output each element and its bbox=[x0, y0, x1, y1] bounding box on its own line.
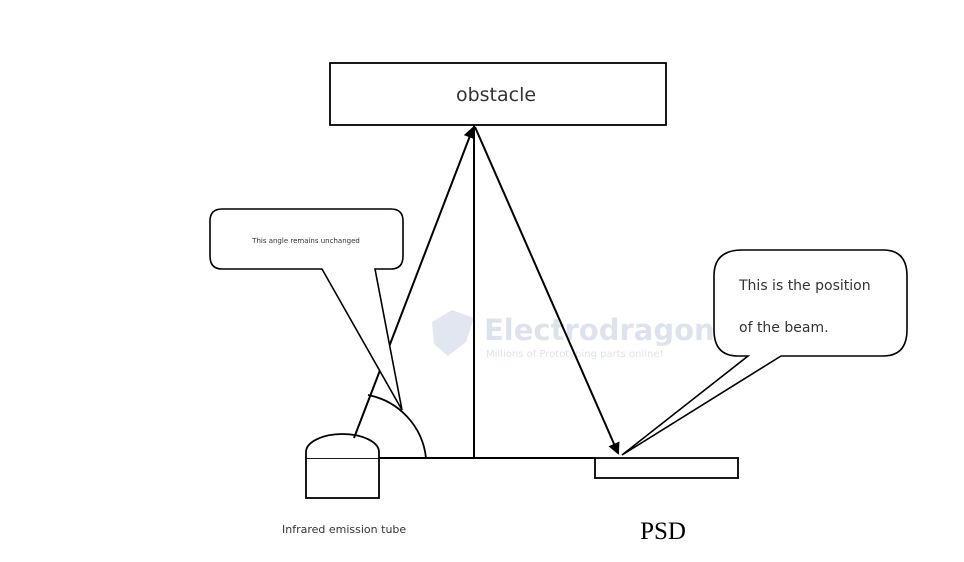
angle-callout-bubble bbox=[209, 208, 404, 411]
angle-arc bbox=[367, 394, 427, 459]
beam-callout-bubble bbox=[621, 249, 908, 456]
psd-sensor bbox=[594, 457, 739, 479]
obstacle-box bbox=[329, 62, 667, 126]
emitted-ray bbox=[353, 126, 476, 439]
watermark-brand: Electrodragon bbox=[484, 313, 715, 347]
reflected-ray bbox=[474, 126, 620, 455]
watermark-logo-icon bbox=[432, 310, 474, 356]
infrared-emission-tube bbox=[305, 433, 380, 499]
beam-callout-line-2: of the beam. bbox=[739, 320, 829, 336]
emitter-body bbox=[305, 457, 380, 499]
angle-callout-text: This angle remains unchanged bbox=[251, 237, 360, 245]
psd-label: PSD bbox=[640, 518, 686, 545]
emitter-label: Infrared emission tube bbox=[282, 523, 406, 536]
obstacle-label: obstacle bbox=[456, 84, 536, 106]
beam-callout-line-1: This is the position bbox=[738, 278, 871, 294]
emitter-dome bbox=[305, 433, 380, 458]
